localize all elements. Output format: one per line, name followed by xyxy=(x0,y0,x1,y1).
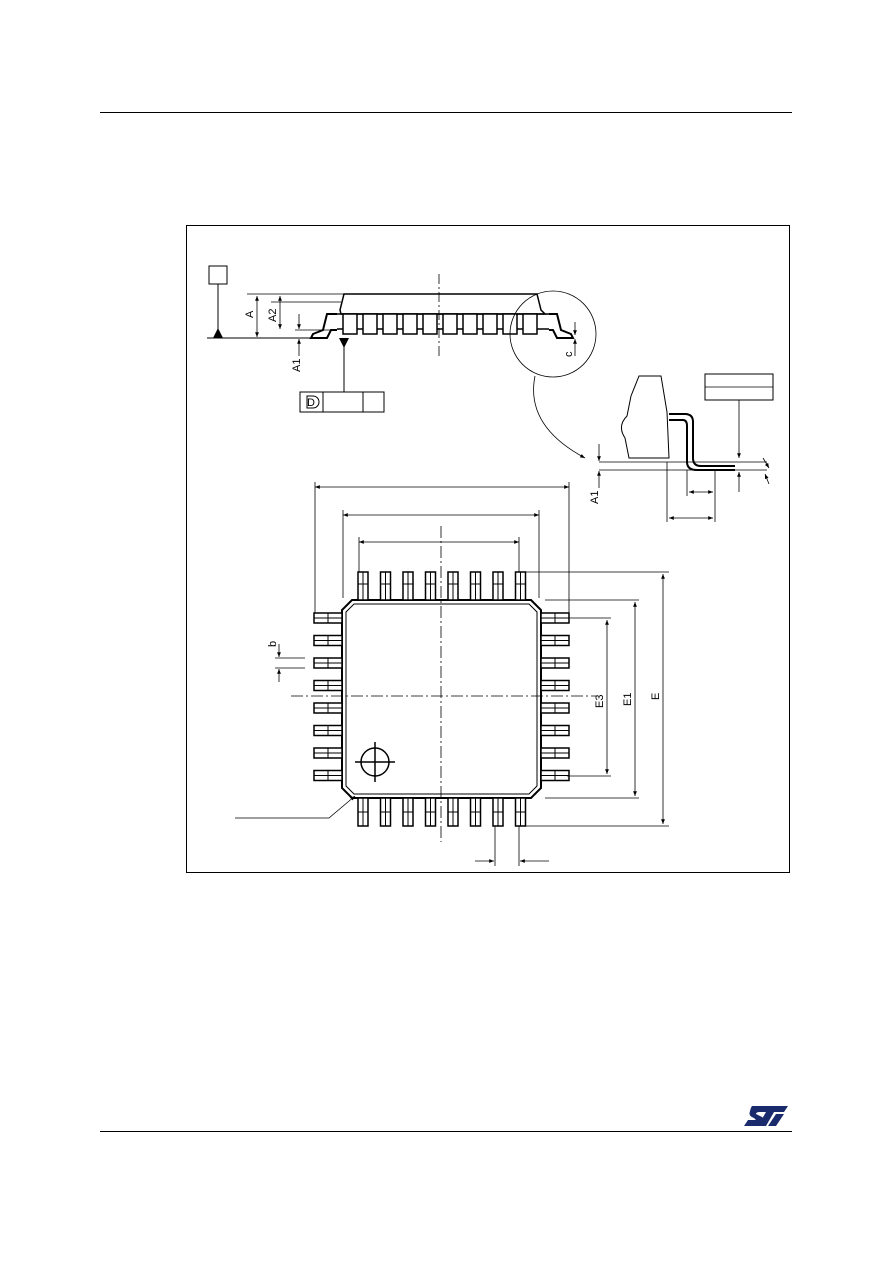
st-logo-icon xyxy=(744,1106,788,1126)
side-pin xyxy=(382,313,398,335)
label-c: c xyxy=(563,351,575,357)
footer-rule xyxy=(100,1131,792,1132)
side-pin xyxy=(522,313,538,335)
label-A: A xyxy=(244,310,256,318)
side-pin xyxy=(402,313,418,335)
side-pin xyxy=(482,313,498,335)
lead-detail-view: A1 xyxy=(589,373,774,522)
label-E: E xyxy=(650,693,662,700)
label-E1: E1 xyxy=(622,693,634,706)
label-E3: E3 xyxy=(594,695,606,708)
side-pins xyxy=(342,313,538,335)
datum-label: D xyxy=(307,397,315,409)
top-pins xyxy=(313,571,570,827)
side-view: A A2 A1 D c xyxy=(207,265,597,459)
top-view: E3 E1 E b xyxy=(235,482,669,866)
package-drawing-svg: A A2 A1 D c xyxy=(207,265,774,866)
side-pin xyxy=(362,313,378,335)
side-pin xyxy=(442,313,458,335)
side-pin xyxy=(462,313,478,335)
label-b: b xyxy=(267,641,279,647)
package-outline-drawing: A A2 A1 D c xyxy=(186,225,790,873)
label-A1-side: A1 xyxy=(291,359,303,372)
side-pin xyxy=(422,313,438,335)
side-pin xyxy=(342,313,358,335)
header-rule xyxy=(100,112,792,113)
label-A2: A2 xyxy=(267,309,279,322)
label-A1-detail: A1 xyxy=(589,491,601,504)
